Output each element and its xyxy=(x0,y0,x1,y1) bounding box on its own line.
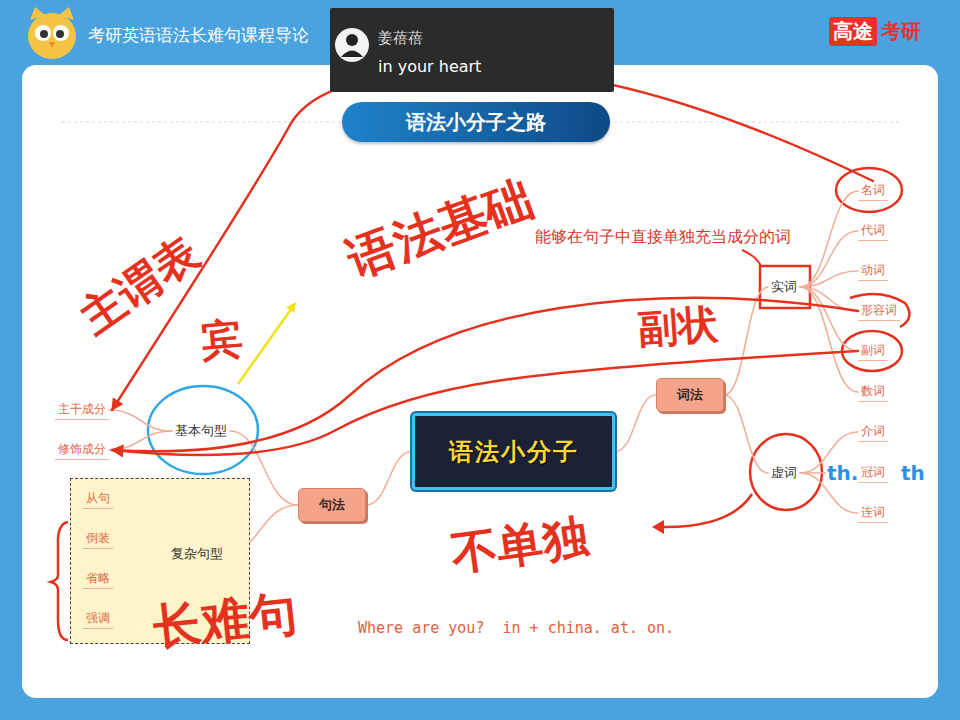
handwritten-note: 副状 xyxy=(636,300,719,351)
branch-line xyxy=(800,287,858,392)
hand-arrow xyxy=(662,494,752,527)
owl-body xyxy=(28,13,76,59)
example-text: Where are you? in + china. at. on. xyxy=(358,619,674,637)
arrow-head xyxy=(652,520,664,534)
node-text: 倒装 xyxy=(86,530,110,547)
node-text: 数词 xyxy=(861,383,885,400)
branch-line xyxy=(724,287,768,395)
leaf-item: 名词 xyxy=(858,181,888,201)
handwritten-note: 宾 xyxy=(199,314,245,366)
node-text: 姜蓓蓓 xyxy=(378,29,423,48)
category-label: 基本句型 xyxy=(172,420,230,442)
hand-leader xyxy=(742,250,761,266)
leaf-item: 冠词 xyxy=(858,463,888,483)
logo-text: 考研 xyxy=(881,18,921,45)
owl-icon xyxy=(28,7,76,59)
owl-eye xyxy=(35,25,51,41)
branch-line xyxy=(615,395,656,452)
node-text: 动词 xyxy=(861,262,885,279)
branch-line xyxy=(109,410,172,431)
avatar-head xyxy=(346,34,358,46)
logo-mark: 高途 xyxy=(829,17,877,46)
handwritten-note: 不单独 xyxy=(448,510,592,582)
avatar xyxy=(335,28,369,62)
node-text: 从句 xyxy=(86,490,110,507)
title-text: 语法小分子之路 xyxy=(406,109,546,136)
node-text: 形容词 xyxy=(861,302,897,319)
node-text: 基本句型 xyxy=(175,422,227,440)
node-text: 介词 xyxy=(861,423,885,440)
node-text: 词法 xyxy=(677,386,703,404)
leaf-item: 主干成分 xyxy=(55,400,109,420)
leaf-item: 介词 xyxy=(858,422,888,442)
leaf-item: 修饰成分 xyxy=(55,440,109,460)
avatar-body xyxy=(341,51,363,58)
hand-arrow xyxy=(238,308,292,384)
node-text: 语法小分子 xyxy=(449,436,579,468)
handwritten-note: th xyxy=(900,461,926,485)
owl-pupil xyxy=(40,30,48,38)
node-text: 强调 xyxy=(86,610,110,627)
branch-line xyxy=(800,191,858,287)
node-text: 实词 xyxy=(771,278,797,296)
branch-line xyxy=(109,431,172,450)
node-text: 冠词 xyxy=(861,464,885,481)
node-text: 复杂句型 xyxy=(171,545,223,563)
owl-beak xyxy=(49,42,55,48)
leaf-item: 省略 xyxy=(83,569,113,589)
node-text: 句法 xyxy=(319,496,345,514)
branch-line xyxy=(724,395,768,473)
leaf-item: 副词 xyxy=(858,341,888,361)
annotation-note: 能够在句子中直接单独充当成分的词 xyxy=(535,227,791,248)
category-label: 虚词 xyxy=(768,462,800,484)
branch-line xyxy=(800,271,858,287)
node-text: 省略 xyxy=(86,570,110,587)
node-text: 连词 xyxy=(861,504,885,521)
node-text: 名词 xyxy=(861,182,885,199)
annotation-arrow xyxy=(112,69,873,410)
node-text: 副词 xyxy=(861,342,885,359)
leaf-item: 动词 xyxy=(858,261,888,281)
leaf-item: 强调 xyxy=(83,609,113,629)
leaf-item: 倒装 xyxy=(83,529,113,549)
leaf-item: 连词 xyxy=(858,503,888,523)
branch-box: 句法 xyxy=(298,488,366,522)
header-title: 考研英语语法长难句课程导论 xyxy=(88,24,309,47)
chat-popup: 姜蓓蓓 in your heart xyxy=(330,8,614,92)
hand-circle xyxy=(750,434,822,510)
branch-line xyxy=(366,452,412,506)
handwritten-note: 主谓表 xyxy=(71,227,208,344)
owl-eye xyxy=(53,25,69,41)
branch-line xyxy=(800,231,858,287)
root-box: 语法小分子 xyxy=(412,413,615,490)
content-panel xyxy=(22,65,938,698)
node-text: 代词 xyxy=(861,222,885,239)
node-text: 修饰成分 xyxy=(58,441,106,458)
leaf-item: 数词 xyxy=(858,382,888,402)
node-text: 虚词 xyxy=(771,464,797,482)
hand-bracket xyxy=(51,522,68,640)
leaf-item: 代词 xyxy=(858,221,888,241)
category-label: 实词 xyxy=(768,276,800,298)
branch-box: 词法 xyxy=(656,378,724,412)
hand-circle xyxy=(836,168,902,212)
leaf-item: 形容词 xyxy=(858,301,900,321)
title-pill: 语法小分子之路 xyxy=(342,102,610,142)
handwritten-note: 语法基础 xyxy=(340,170,539,288)
node-text: in your heart xyxy=(378,57,481,76)
leaf-item: 从句 xyxy=(83,489,113,509)
handwritten-note: th. xyxy=(826,461,859,485)
arrow-head xyxy=(286,302,296,313)
node-text: 主干成分 xyxy=(58,401,106,418)
owl-pupil xyxy=(56,30,64,38)
